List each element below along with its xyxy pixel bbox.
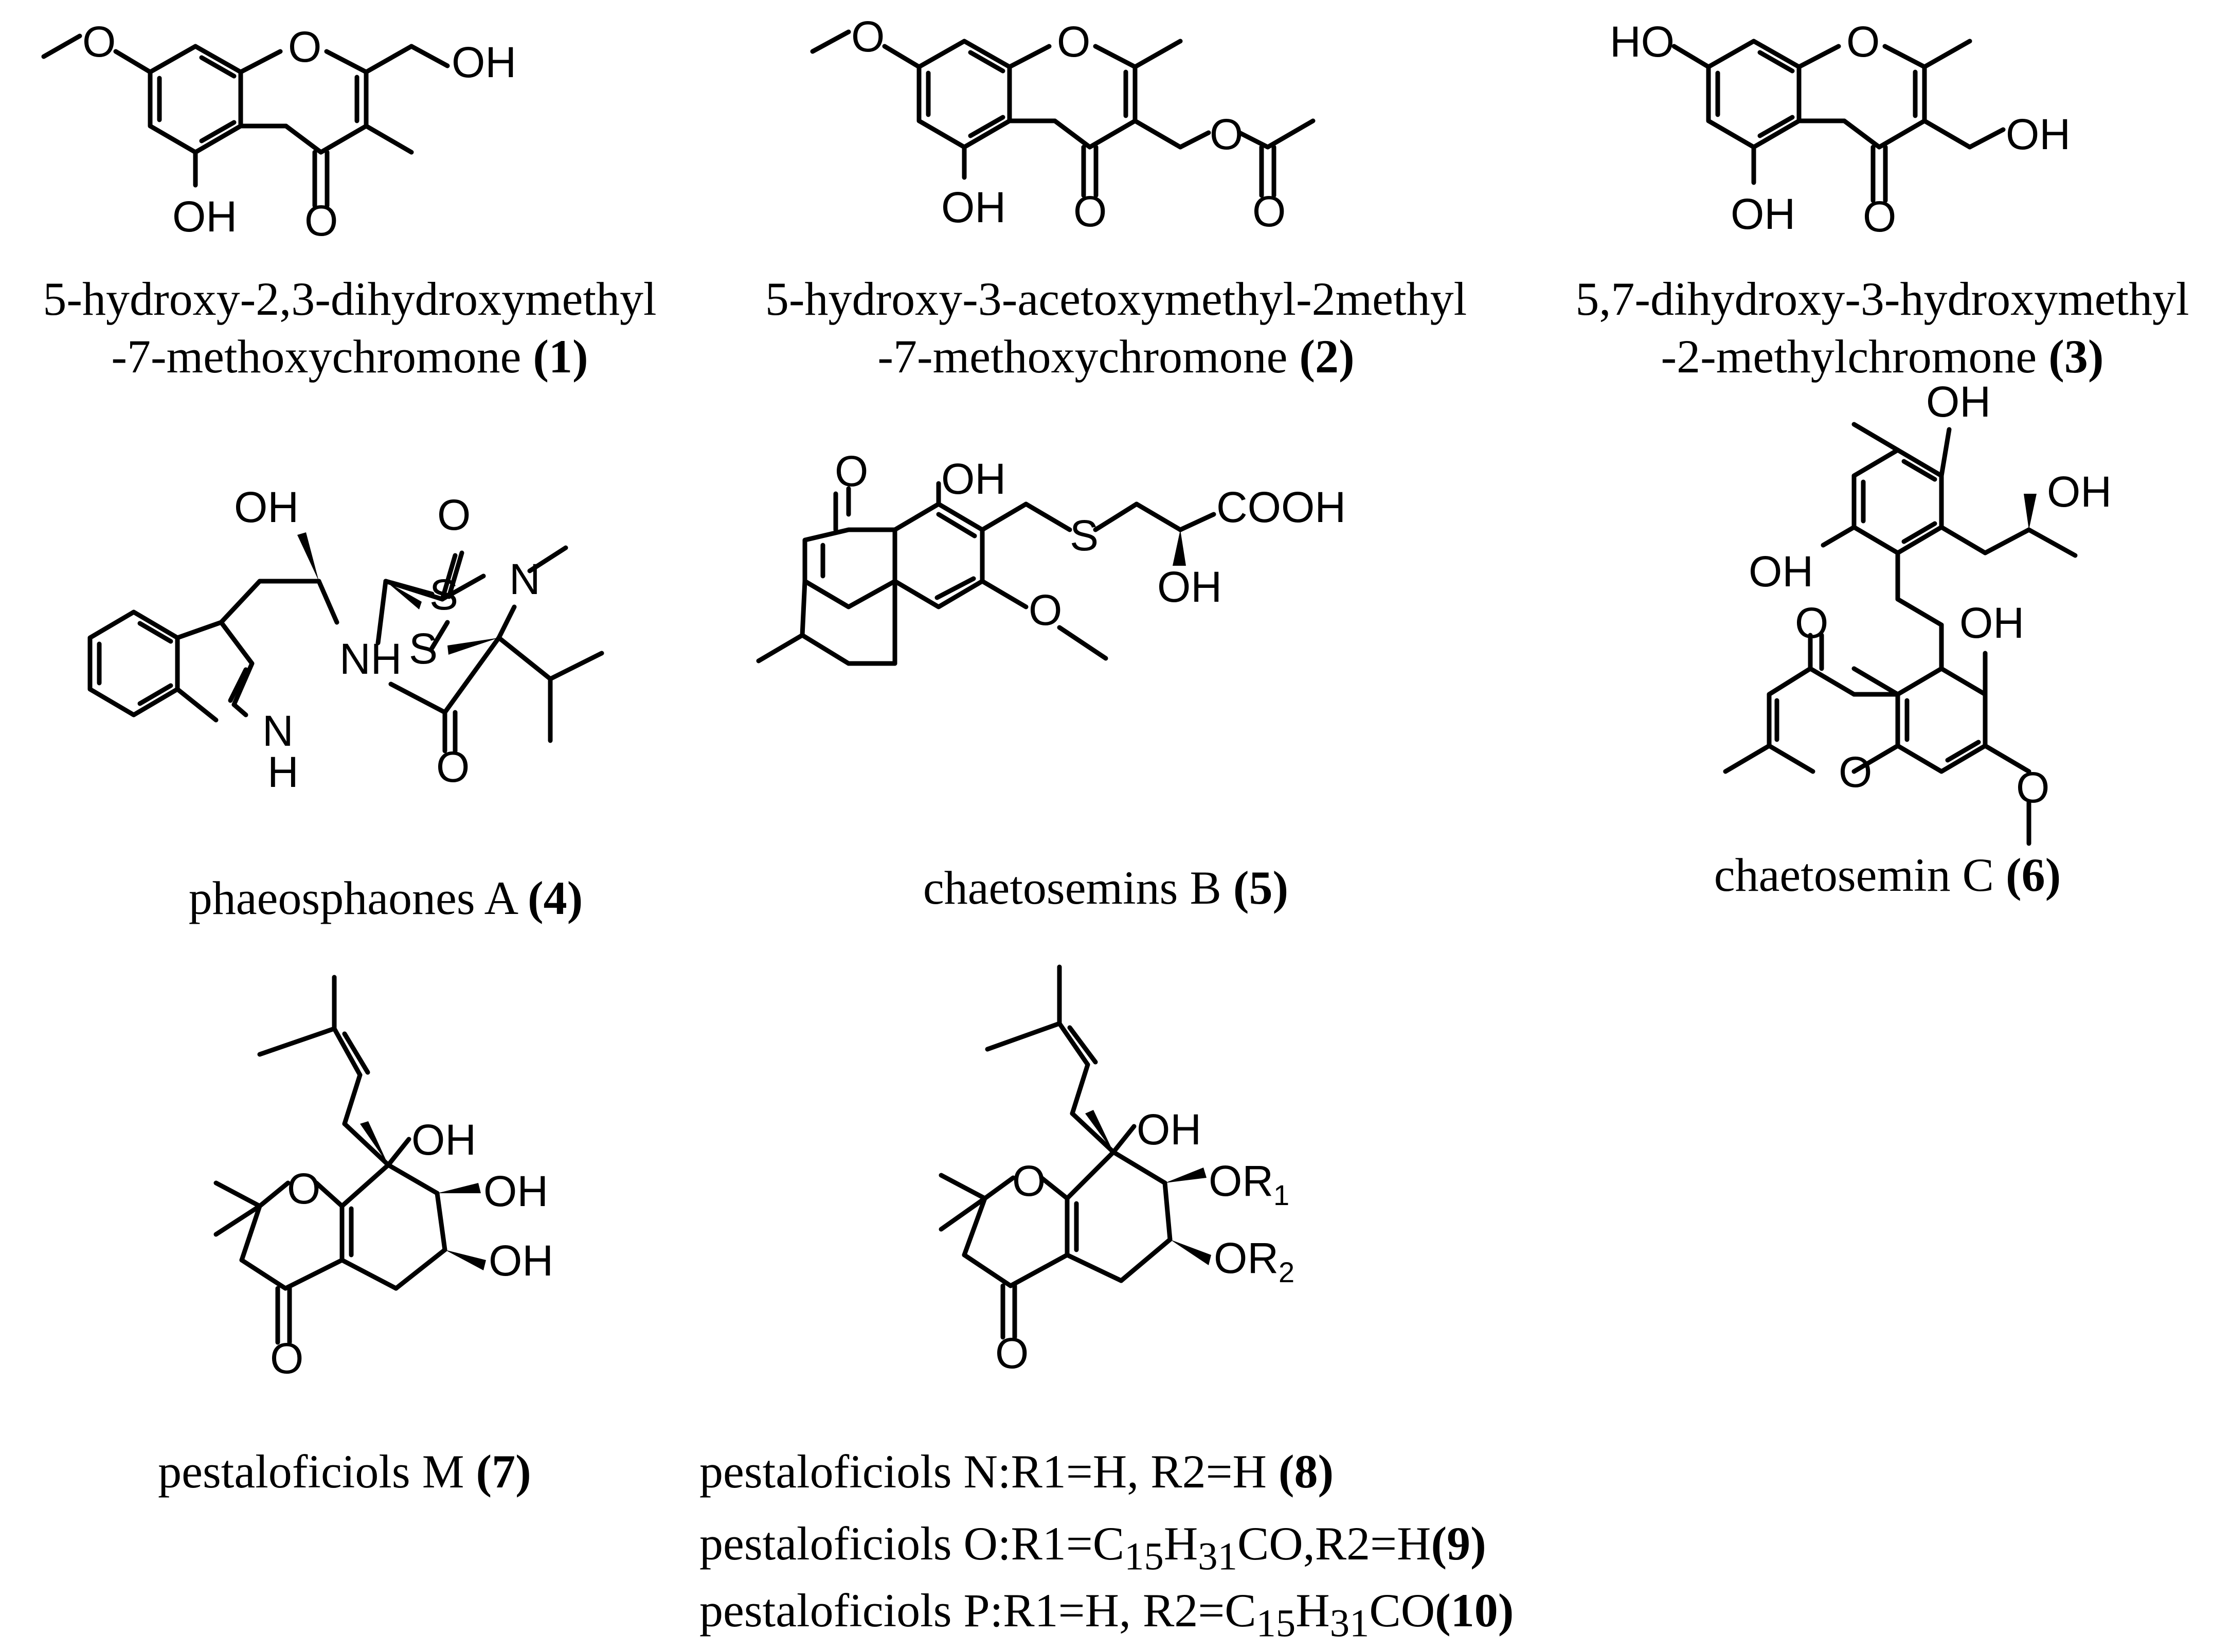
atom-O: O (82, 17, 116, 66)
atom-OH: OH (489, 1236, 553, 1285)
atom-O: O (270, 1334, 303, 1382)
atom-O: O (287, 1164, 320, 1213)
atom-OH: OH (941, 183, 1006, 231)
caption-3-line2: -2-methylchromone (3) (1661, 330, 2104, 383)
atom-OH: OH (2047, 468, 2112, 516)
atom-O: O (1057, 17, 1090, 66)
atom-OH: OH (483, 1167, 548, 1215)
structure-6: OH OH OH O OH O O (1723, 378, 2112, 846)
atom-S: S (429, 570, 458, 619)
atom-OH: OH (1959, 599, 2024, 647)
caption-8: pestaloficiols N:R1=H, R2=H (8) (699, 1445, 1334, 1498)
caption-5: chaetosemins B (5) (923, 861, 1289, 914)
atom-OH: OH (1749, 547, 1813, 596)
atom-O: O (835, 447, 868, 495)
atom-O: O (437, 491, 471, 539)
caption-3: 5,7-dihydroxy-3-hydroxymethyl -2-methylc… (1543, 270, 2222, 385)
structure-4: OH O S N NH S O N H (87, 483, 604, 796)
atom-OH: OH (1157, 563, 1222, 611)
atom-O: O (1210, 110, 1243, 158)
structure-3: O HO OH OH O (1610, 17, 2071, 241)
atom-O: O (851, 12, 885, 61)
atom-O: O (1863, 192, 1896, 241)
structure-2: O O O OH O O (810, 12, 1316, 236)
atom-O: O (1839, 748, 1872, 796)
atom-O: O (1252, 187, 1286, 236)
atom-O: O (1795, 599, 1828, 647)
caption-1-line2: -7-methoxychromone (1) (111, 330, 588, 383)
structure-8-10: OH OR1 OR2 O O (939, 964, 1294, 1377)
atom-O: O (304, 196, 338, 245)
atom-NH: NH (339, 635, 402, 683)
atom-O: O (1029, 586, 1062, 634)
atom-OH: OH (1926, 378, 1991, 426)
atom-OR2: OR2 (1214, 1234, 1294, 1288)
atom-O: O (995, 1329, 1029, 1377)
structure-1: O O OH OH O (41, 17, 516, 245)
caption-2-line1: 5-hydroxy-3-acetoxymethyl-2methyl (765, 273, 1467, 325)
atom-OH: OH (1731, 190, 1795, 238)
atom-N: N (509, 555, 541, 603)
caption-10: pestaloficiols P:R1=H, R2=C15H31CO(10) (699, 1584, 1514, 1645)
caption-2-line2: -7-methoxychromone (2) (877, 330, 1355, 383)
caption-6: chaetosemin C (6) (1714, 849, 2061, 901)
atom-O: O (2016, 763, 2049, 812)
atom-O: O (288, 23, 321, 71)
caption-7: pestaloficiols M (7) (158, 1445, 531, 1498)
caption-4: phaeosphaones A (4) (188, 872, 583, 924)
atom-OH: OH (411, 1116, 476, 1164)
atom-OH: OH (1137, 1105, 1201, 1154)
atom-O: O (1846, 17, 1880, 66)
atom-OH: OH (172, 192, 237, 241)
atom-N: N (262, 707, 294, 755)
atom-OH: OH (234, 483, 299, 531)
atom-O: O (1073, 187, 1107, 236)
atom-S: S (409, 624, 438, 673)
structure-7: OH OH OH O O (213, 975, 553, 1382)
atom-O: O (1012, 1157, 1046, 1205)
atom-OH: OH (2006, 110, 2071, 158)
atom-O: O (436, 743, 470, 791)
caption-1: 5-hydroxy-2,3-dihydroxymethyl -7-methoxy… (15, 270, 684, 385)
caption-3-line1: 5,7-dihydroxy-3-hydroxymethyl (1575, 273, 2189, 325)
atom-COOH: COOH (1216, 483, 1346, 531)
atom-H: H (267, 748, 299, 796)
atom-HO: HO (1610, 17, 1675, 66)
caption-2: 5-hydroxy-3-acetoxymethyl-2methyl -7-met… (730, 270, 1502, 385)
caption-1-line1: 5-hydroxy-2,3-dihydroxymethyl (43, 273, 657, 325)
atom-S: S (1070, 511, 1099, 560)
atom-OR1: OR1 (1209, 1157, 1289, 1211)
caption-9: pestaloficiols O:R1=C15H31CO,R2=H(9) (699, 1517, 1486, 1578)
atom-OH: OH (941, 455, 1006, 503)
structure-5: O OH S COOH OH O (756, 447, 1346, 666)
atom-OH: OH (452, 38, 516, 86)
